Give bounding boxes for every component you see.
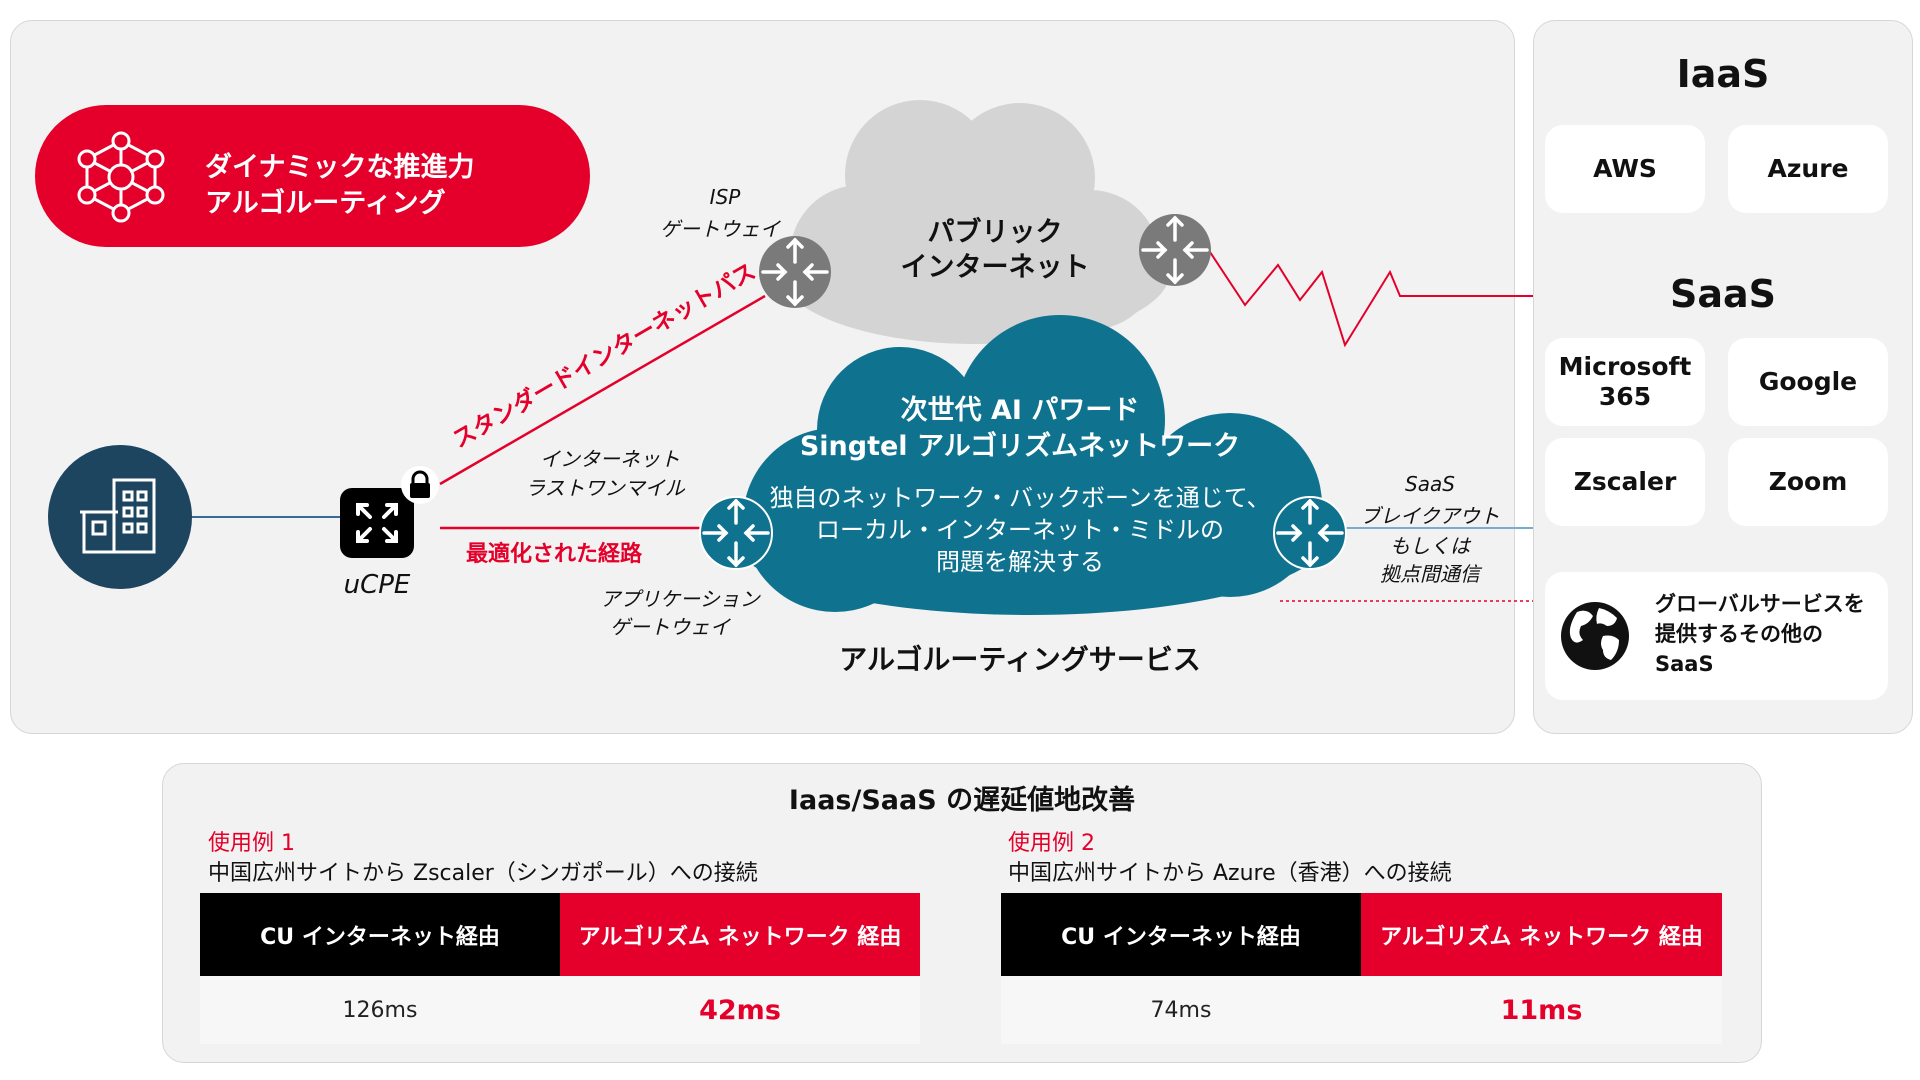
lock-icon	[401, 466, 439, 504]
isp-gateway-label-line2: ゲートウェイ	[660, 217, 780, 241]
service-tile-microsoft365[interactable]: Microsoft 365	[1545, 338, 1705, 426]
service-tile-google[interactable]: Google	[1728, 338, 1888, 426]
case1-desc: 中国広州サイトから Zscaler（シンガポール）への接続	[208, 861, 758, 886]
saas-breakout-label-line4: 拠点間通信	[1380, 562, 1480, 586]
ucpe-router-icon	[340, 488, 414, 558]
ucpe-label: uCPE	[343, 570, 411, 600]
saas-header: SaaS	[1669, 272, 1777, 316]
case1-header-cu: CU インターネット経由	[200, 893, 560, 976]
case2-value-cu: 74ms	[1001, 976, 1361, 1044]
public-cloud-line1: パブリック	[927, 217, 1063, 248]
app-gateway-label-line2: ゲートウェイ	[610, 615, 730, 639]
global-saas-text-line1: グローバルサービスを	[1655, 592, 1865, 616]
banner-title-line1: ダイナミックな推進力	[205, 152, 475, 183]
saas-breakout-label-line2: ブレイクアウト	[1360, 504, 1500, 528]
singtel-title-line1: 次世代 AI パワード	[900, 395, 1140, 426]
public-internet-jitter-line	[1209, 251, 1533, 348]
global-saas-text-line2: 提供するその他の	[1655, 622, 1823, 646]
case2-value-algo: 11ms	[1361, 976, 1722, 1044]
globe-icon	[1561, 602, 1629, 670]
saas-breakout-router-icon	[1273, 496, 1347, 570]
public-internet-router-icon	[1139, 214, 1211, 286]
app-gateway-label-line1: アプリケーション	[600, 587, 760, 611]
singtel-algorithm-cloud	[730, 315, 1330, 615]
case2-label: 使用例 2	[1008, 831, 1095, 856]
algo-routing-service-label: アルゴルーティングサービス	[839, 643, 1201, 676]
public-internet-cloud	[780, 100, 1170, 344]
service-tile-zscaler[interactable]: Zscaler	[1545, 438, 1705, 526]
application-gateway-router-icon	[699, 496, 773, 570]
global-saas-text-line3: SaaS	[1655, 652, 1714, 676]
case1-label: 使用例 1	[208, 831, 295, 856]
optimized-path-label: 最適化された経路	[466, 542, 643, 567]
public-cloud-line2: インターネット	[900, 252, 1090, 283]
isp-gateway-router-icon	[759, 236, 831, 308]
service-tile-aws[interactable]: AWS	[1545, 125, 1705, 213]
dynamic-routing-banner: ダイナミックな推進力 アルゴルーティング	[35, 105, 590, 247]
singtel-desc-line2: ローカル・インターネット・ミドルの	[816, 516, 1224, 544]
singtel-title-line2: Singtel アルゴリズムネットワーク	[799, 431, 1241, 462]
service-tile-azure[interactable]: Azure	[1728, 125, 1888, 213]
case2-header-algo: アルゴリズム ネットワーク 経由	[1361, 893, 1722, 976]
case2-header-cu: CU インターネット経由	[1001, 893, 1361, 976]
singtel-desc-line3: 問題を解決する	[936, 548, 1104, 576]
latency-title: Iaas/SaaS の遅延値地改善	[788, 785, 1136, 816]
network-icon	[77, 131, 165, 223]
last-mile-label-line1: インターネット	[540, 447, 680, 471]
service-tile-zoom[interactable]: Zoom	[1728, 438, 1888, 526]
building-icon	[48, 445, 192, 589]
case1-value-algo: 42ms	[560, 976, 920, 1044]
case1-header-algo: アルゴリズム ネットワーク 経由	[560, 893, 920, 976]
singtel-desc-line1: 独自のネットワーク・バックボーンを通じて、	[769, 484, 1271, 512]
banner-title-line2: アルゴルーティング	[205, 188, 446, 219]
case1-value-cu: 126ms	[200, 976, 560, 1044]
last-mile-label-line2: ラストワンマイル	[525, 476, 685, 500]
isp-gateway-label-line1: ISP	[709, 185, 741, 209]
iaas-header: IaaS	[1676, 52, 1770, 96]
saas-breakout-label-line3: もしくは	[1390, 534, 1470, 558]
saas-breakout-label-line1: SaaS	[1405, 472, 1455, 496]
service-tile-global-saas[interactable]: グローバルサービスを 提供するその他の SaaS	[1545, 572, 1888, 700]
case2-desc: 中国広州サイトから Azure（香港）への接続	[1008, 861, 1452, 886]
standard-path-line	[439, 294, 766, 486]
